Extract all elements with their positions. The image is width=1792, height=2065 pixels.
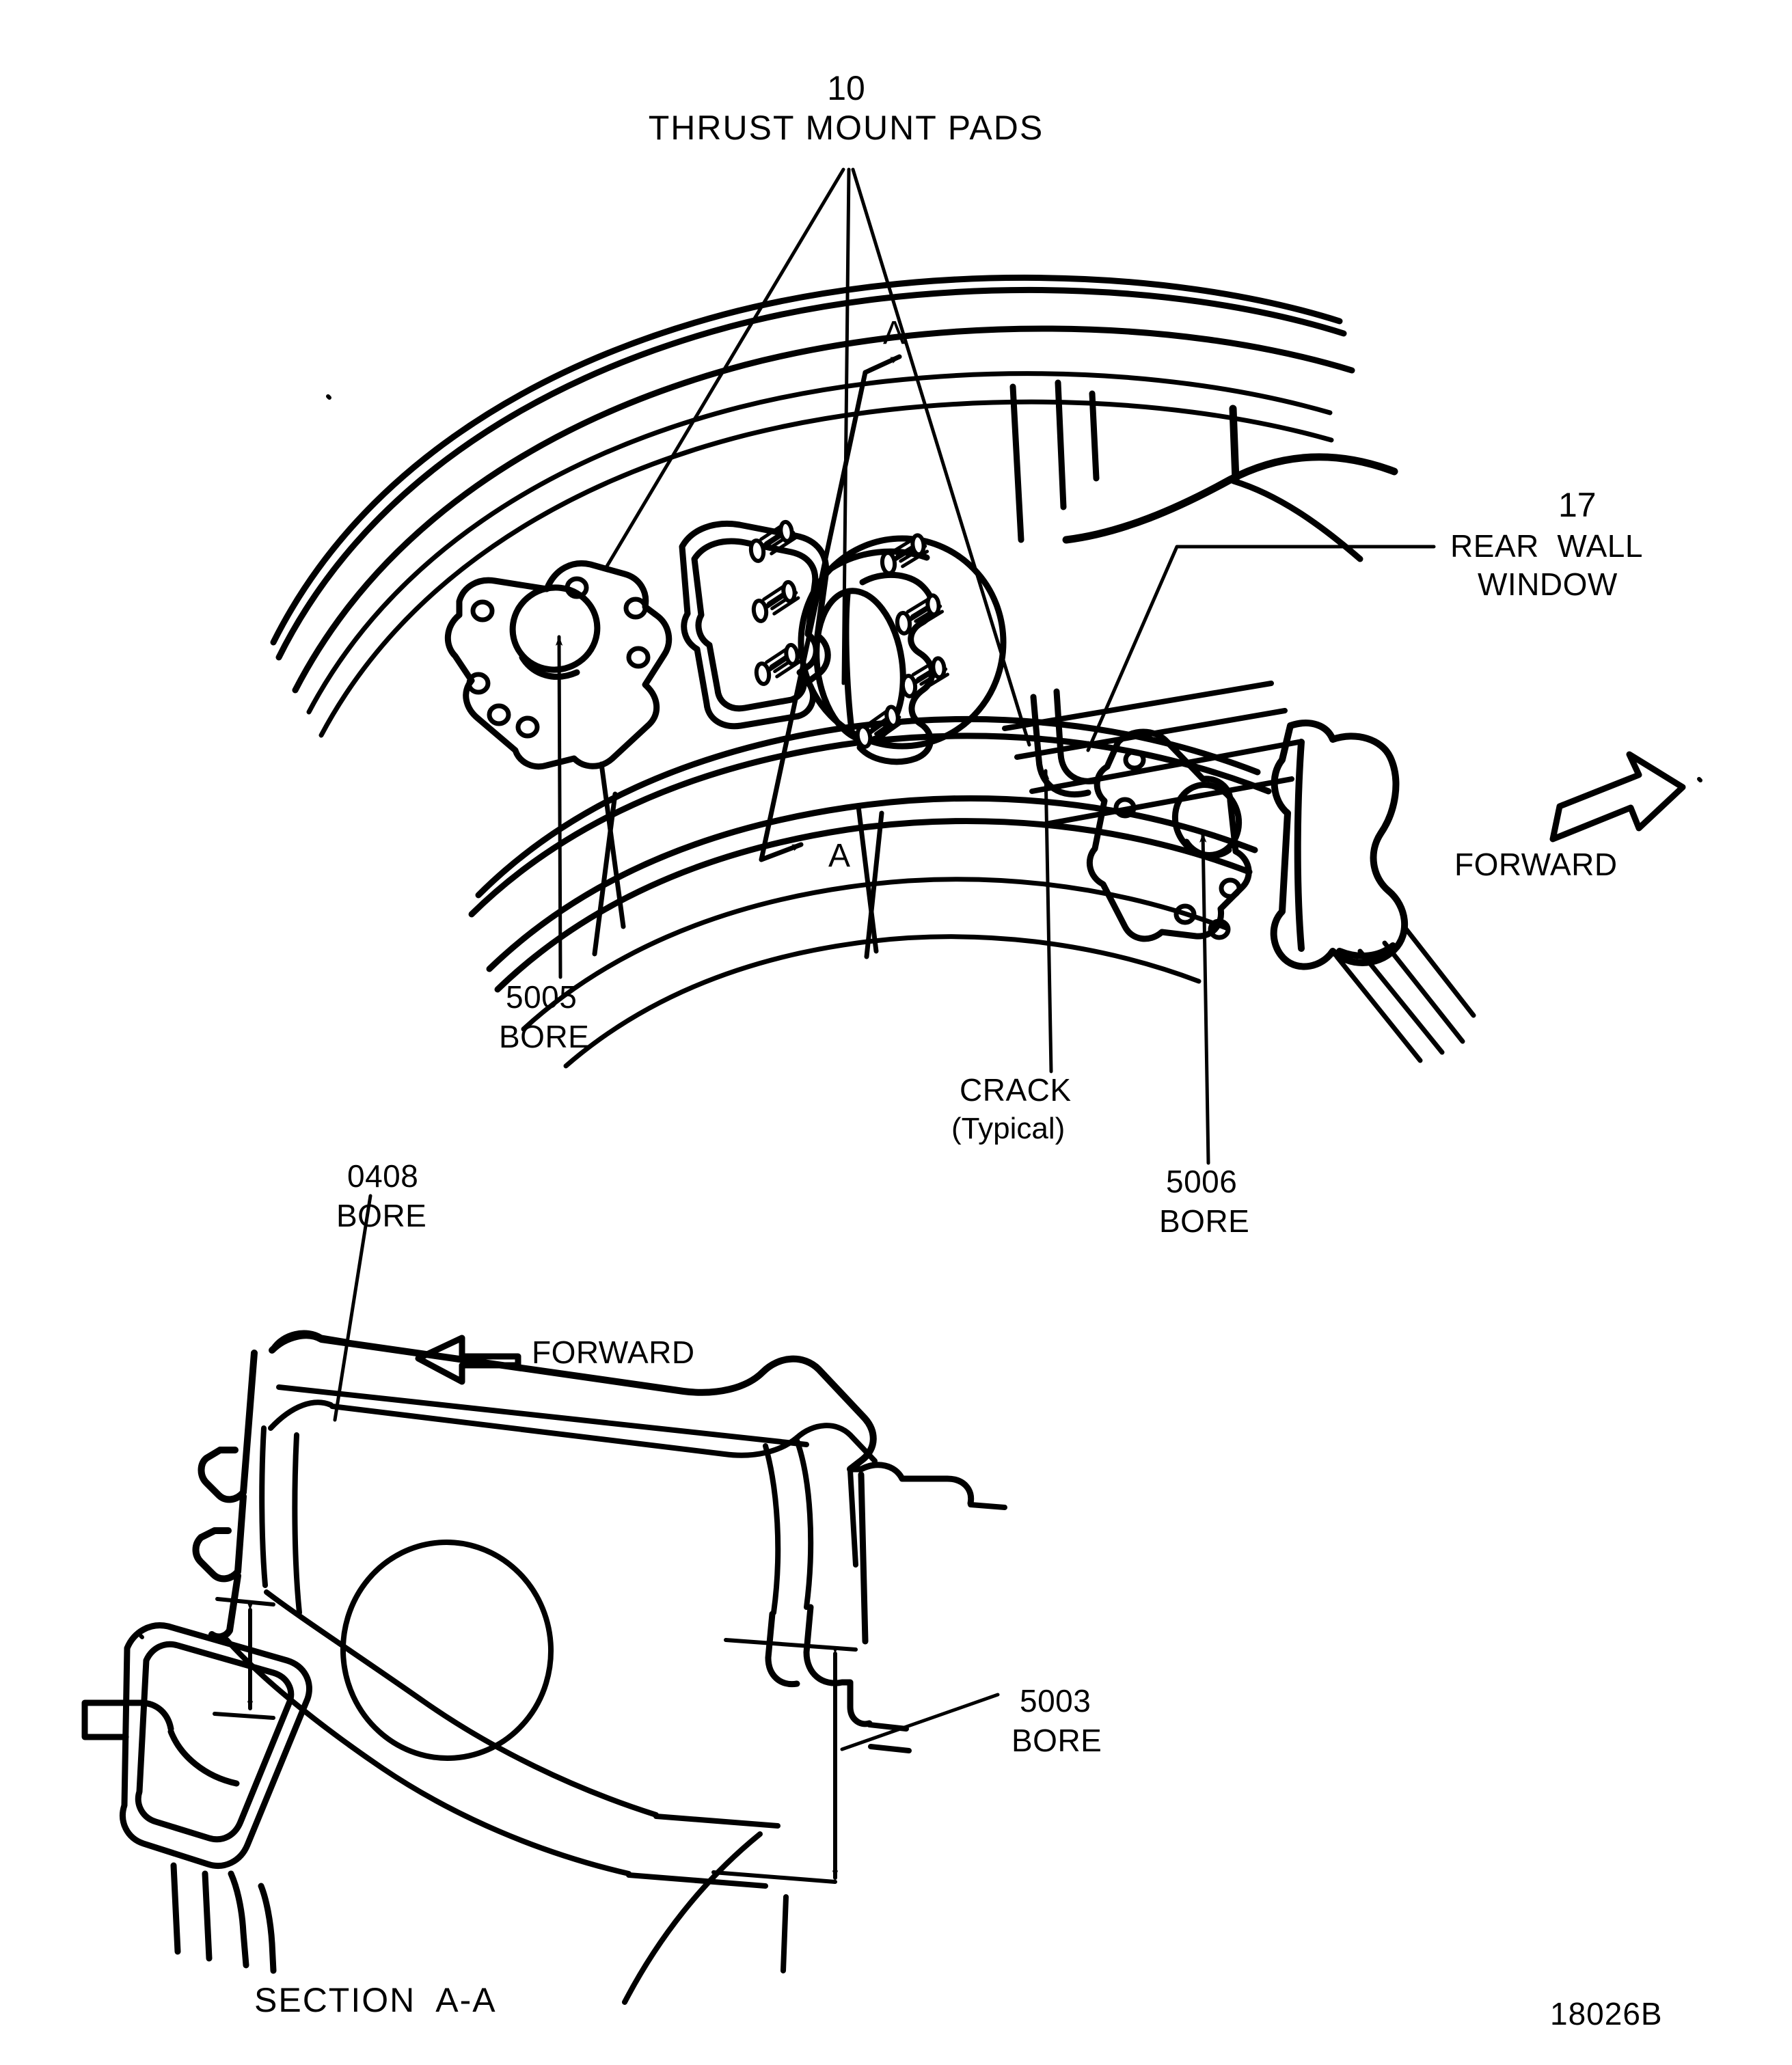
casing-lower-rings-2 xyxy=(521,877,1229,1069)
casing-bands-right xyxy=(1002,681,1301,827)
leader-rear-wall-window xyxy=(1086,545,1436,752)
crack-label-line2: (Typical) xyxy=(951,1112,1065,1145)
thrust-mount-pads-label: THRUST MOUNT PADS xyxy=(648,109,1044,147)
pad-bolt-holes xyxy=(466,576,651,739)
leader-5006-bore xyxy=(1199,832,1210,1165)
casing-detail-ticks xyxy=(599,761,879,954)
casing-lower-rings xyxy=(468,715,1272,993)
section-lower-web xyxy=(224,1589,780,1889)
section-upper-web xyxy=(268,1384,878,1568)
section-cut-line-AA xyxy=(759,354,902,862)
section-right-flange xyxy=(765,1462,975,1727)
rear-wall-window-label-line1: REAR WALL xyxy=(1450,528,1643,564)
rear-wall-profile xyxy=(1062,453,1398,544)
leader-thrust-mount-pads xyxy=(603,167,1031,747)
bore-5003-line2: BORE xyxy=(1012,1723,1102,1758)
forward-label-lower: FORWARD xyxy=(532,1335,695,1370)
section-right-rails xyxy=(622,1502,1007,2005)
casing-outer-bands xyxy=(270,274,1355,694)
forward-label-upper: FORWARD xyxy=(1454,847,1618,882)
bore-5006-line1: 5006 xyxy=(1166,1164,1238,1199)
thrust-mount-pads-item-number: 10 xyxy=(827,69,865,107)
dimension-0408-bore xyxy=(213,1597,275,1720)
bore-0408-line1: 0408 xyxy=(347,1158,419,1194)
thrust-mount-pad-left xyxy=(444,560,673,770)
bore-5006-line2: BORE xyxy=(1159,1203,1250,1239)
bore-5005-line2: BORE xyxy=(499,1019,590,1054)
rear-wall-tick xyxy=(1229,405,1240,484)
window-opening xyxy=(1030,688,1101,798)
forward-arrow-upper xyxy=(1549,751,1686,843)
section-caption: SECTION A-A xyxy=(254,1981,497,2019)
crack-label-line1: CRACK xyxy=(960,1072,1072,1108)
rear-wall-window-slots xyxy=(1009,379,1100,543)
leader-5003-bore xyxy=(840,1693,1000,1751)
casing-rib-lines xyxy=(592,791,884,959)
thrust-mount-pad-right xyxy=(1086,728,1252,942)
casing-mid-bands xyxy=(306,371,1334,738)
figure-id: 18026B xyxy=(1550,1996,1663,2032)
section-mid-plate xyxy=(259,1425,814,1761)
rear-bracket-flutes xyxy=(1334,925,1476,1063)
section-top-hook xyxy=(270,1330,349,1352)
section-marker-lower-A: A xyxy=(828,838,851,874)
rear-wall-window-item-number: 17 xyxy=(1558,486,1597,524)
section-marker-upper-A: A xyxy=(883,315,906,351)
leader-0408-bore xyxy=(333,1194,372,1422)
bore-0408-line2: BORE xyxy=(336,1198,427,1233)
bore-5003-line1: 5003 xyxy=(1020,1683,1091,1719)
dimension-5003-bore xyxy=(711,1638,858,1884)
leader-crack xyxy=(1042,769,1053,1073)
rear-wall-window-label-line2: WINDOW xyxy=(1478,566,1618,602)
section-left-boss xyxy=(120,1622,312,1974)
bore-5005-line1: 5005 xyxy=(506,979,578,1015)
rear-bracket-fairing xyxy=(1270,720,1409,970)
registration-marks xyxy=(139,394,1702,1639)
leader-5005-bore xyxy=(555,635,563,979)
